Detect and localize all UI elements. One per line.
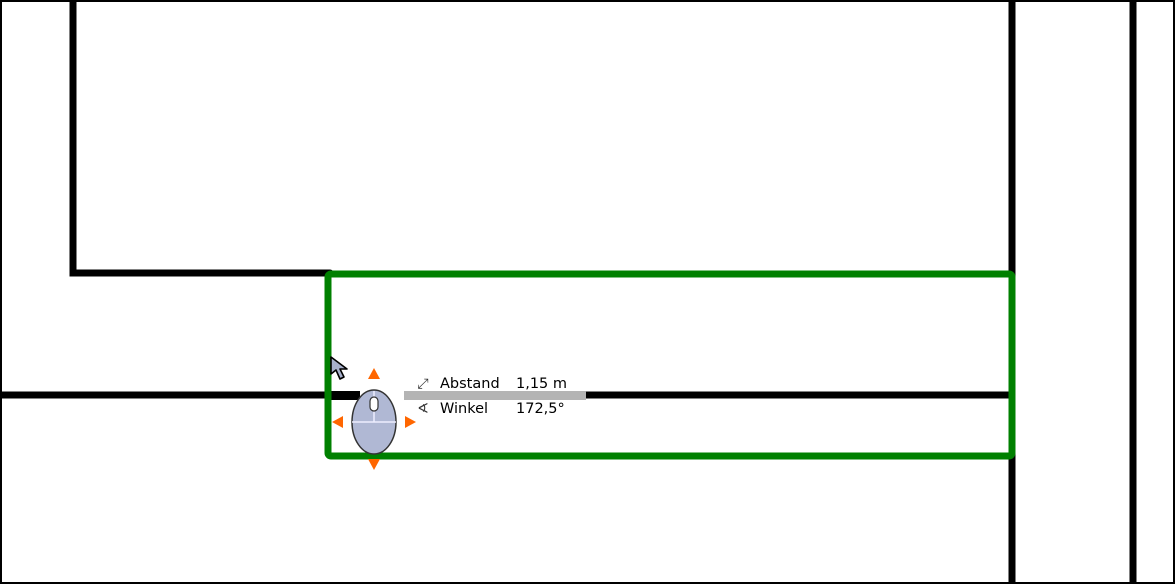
- walls[interactable]: [0, 0, 1137, 584]
- arrow-down-icon: [368, 459, 380, 470]
- angle-icon: ∢: [417, 401, 429, 417]
- wall-in-progress: [404, 391, 586, 400]
- distance-icon: ⤢: [417, 376, 429, 392]
- angle-readout: ∢ Winkel 172,5°: [414, 399, 594, 419]
- angle-label: Winkel: [440, 401, 489, 417]
- distance-label: Abstand: [440, 376, 500, 392]
- mouse-wheel: [369, 396, 379, 412]
- arrow-left-icon: [332, 416, 343, 428]
- arrow-up-icon: [368, 368, 380, 379]
- arrow-right-icon: [405, 416, 416, 428]
- angle-value: 172,5°: [516, 401, 565, 417]
- wall-stub: [330, 391, 360, 400]
- distance-readout: ⤢ Abstand 1,15 m: [414, 374, 594, 394]
- arrow-cursor-icon: [330, 356, 348, 380]
- selection-rectangle[interactable]: [324, 270, 1016, 460]
- mouse-move-icon: [332, 368, 416, 470]
- distance-value: 1,15 m: [516, 376, 568, 392]
- wall-upper-left[interactable]: [69, 0, 334, 277]
